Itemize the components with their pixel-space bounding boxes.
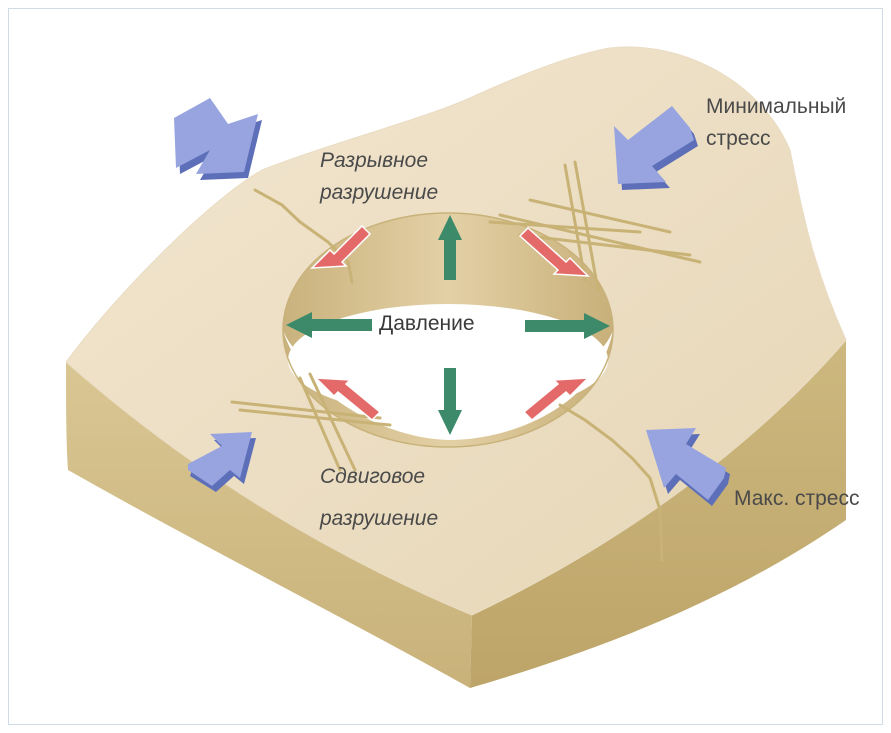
- min-stress-label-line1: Минимальный: [706, 92, 846, 122]
- tensile-failure-label-line1: Разрывное: [320, 146, 428, 176]
- shear-failure-label-line2: разрушение: [320, 504, 438, 534]
- pressure-label: Давление: [376, 312, 478, 336]
- shear-failure-label-line1: Сдвиговое: [320, 462, 425, 492]
- tensile-failure-label-line2: разрушение: [320, 178, 438, 208]
- min-stress-label-line2: стресс: [706, 124, 770, 154]
- stress-arrow-top-left: [174, 98, 262, 180]
- max-stress-label: Макс. стресс: [734, 484, 859, 514]
